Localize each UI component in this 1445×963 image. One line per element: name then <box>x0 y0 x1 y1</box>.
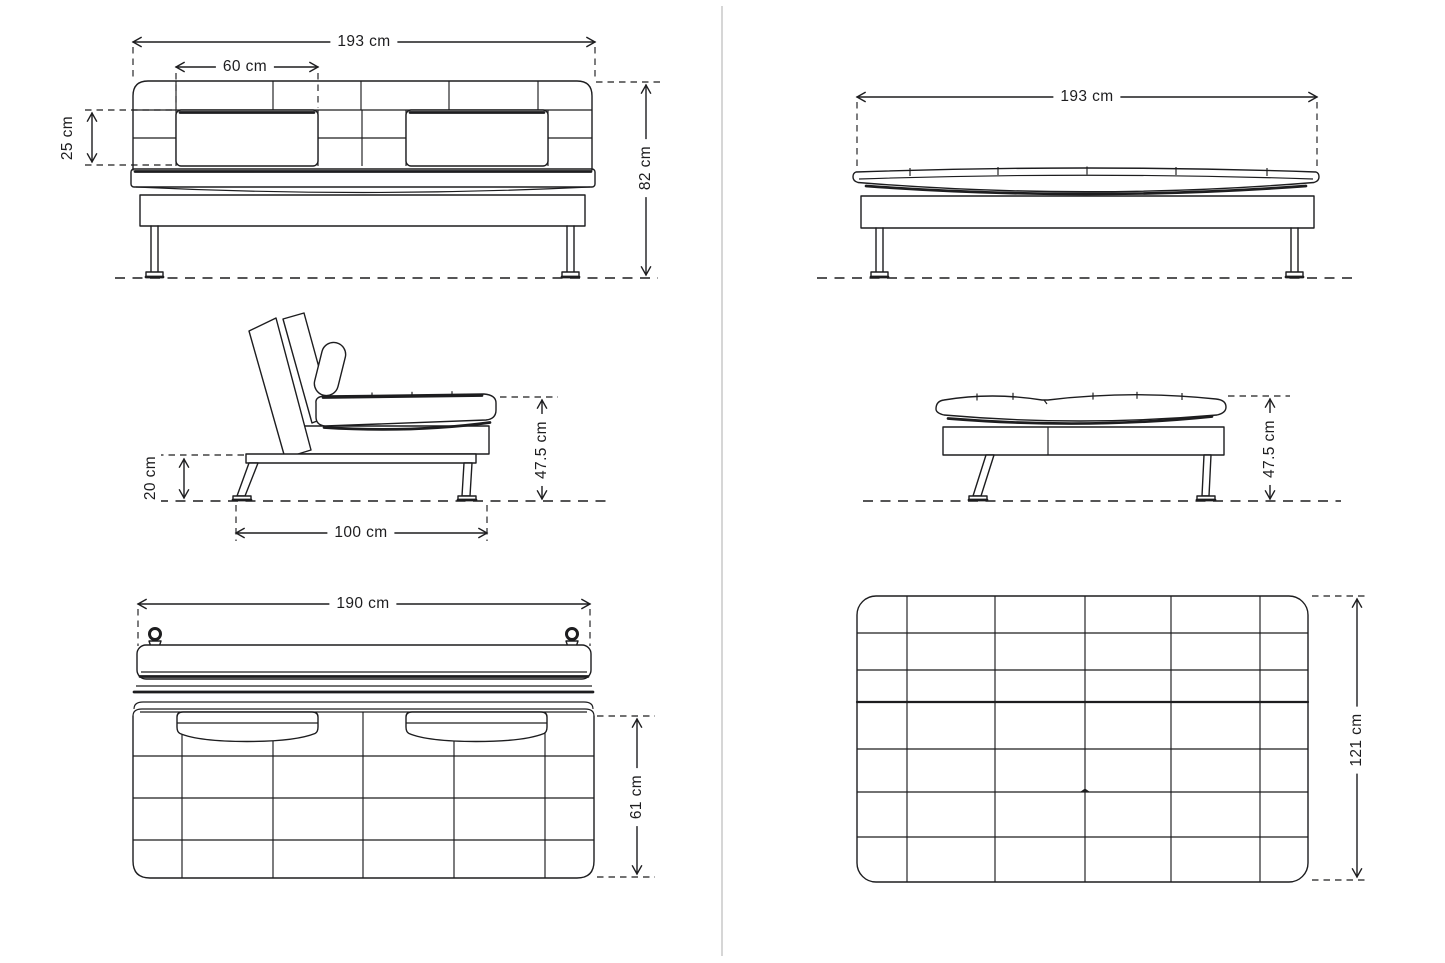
dim-label-seat-height: 47.5 cm <box>532 414 552 486</box>
leg-right <box>560 225 581 279</box>
mattress-outline <box>856 595 1309 883</box>
mattress-rear-edge <box>132 685 595 717</box>
dim-label-flat-overall-width: 193 cm <box>1053 87 1121 107</box>
dim-label-front-overall-width: 193 cm <box>330 32 398 52</box>
dim-label-top-seat-depth: 61 cm <box>627 767 647 827</box>
mattress-seams <box>855 596 1310 882</box>
dimension-lines <box>1228 395 1290 501</box>
leg-left <box>144 225 165 279</box>
dim-label-top-overall-depth: 121 cm <box>1347 706 1367 774</box>
adjustment-knob-right <box>565 627 579 648</box>
side-view-backrest-up <box>157 312 613 541</box>
dim-label-frame-height: 20 cm <box>141 448 161 508</box>
dim-label-cushion-height: 25 cm <box>58 108 78 168</box>
frame-rail <box>245 453 477 464</box>
dim-label-flat-seat-height: 47.5 cm <box>1260 413 1280 485</box>
top-view-flat <box>855 595 1367 883</box>
leg-front <box>231 462 259 502</box>
dim-label-top-overall-width: 190 cm <box>329 594 397 614</box>
base-frame <box>139 194 586 227</box>
seat-base <box>942 426 1225 456</box>
mattress <box>935 391 1227 425</box>
leg-right <box>1284 227 1305 279</box>
front-view-backrest-up <box>85 36 660 279</box>
seat-cushion-left <box>176 711 319 743</box>
front-view-flat <box>817 91 1358 279</box>
seat-edge <box>130 168 596 194</box>
back-cushion-left <box>175 109 319 167</box>
backrest-panel-rear <box>248 317 312 459</box>
leg-rear <box>456 462 478 502</box>
dim-label-cushion-width: 60 cm <box>215 57 275 77</box>
back-cushion-right <box>405 109 549 167</box>
leg-left <box>869 227 890 279</box>
adjustment-knob-left <box>148 627 162 648</box>
base-frame <box>860 195 1315 229</box>
dimension-lines <box>855 91 1319 166</box>
seat-cushion <box>315 391 497 431</box>
dim-label-overall-height: 82 cm <box>636 138 656 198</box>
leg-front <box>967 454 995 502</box>
top-view-backrest-up <box>132 598 655 879</box>
dim-label-seat-depth: 100 cm <box>327 523 395 543</box>
fabric-notch <box>1080 788 1090 792</box>
mattress <box>852 166 1320 196</box>
back-pillow <box>313 341 347 397</box>
panel-divider <box>721 6 723 956</box>
leg-rear <box>1195 454 1217 502</box>
backrest-top <box>136 644 592 680</box>
side-view-flat <box>863 391 1341 502</box>
seat-cushion-right <box>405 711 548 743</box>
